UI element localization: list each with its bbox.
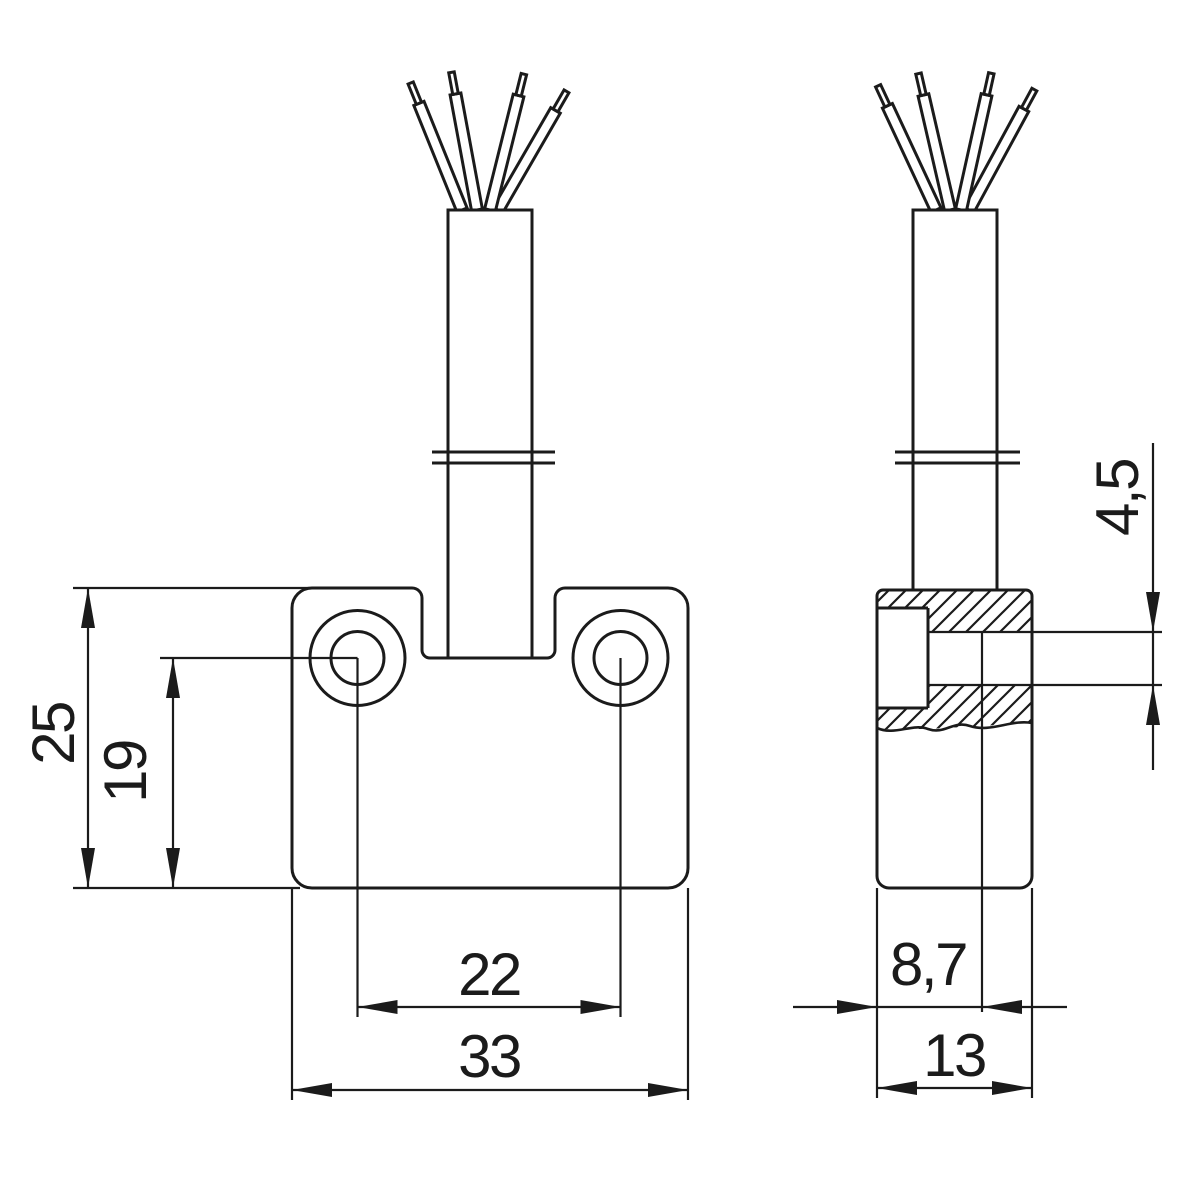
front-width-label: 33 xyxy=(458,1023,520,1090)
partial-section-break-line xyxy=(876,720,1033,732)
wire-ferrule xyxy=(873,82,892,109)
section-hatch-lower-right xyxy=(928,685,1032,729)
arrow-down xyxy=(166,848,180,888)
dimension-overall-height: 25 xyxy=(20,588,95,888)
arrow-left xyxy=(357,1000,398,1014)
front-wires xyxy=(406,70,571,215)
side-cable xyxy=(911,208,999,592)
arrow-right xyxy=(837,1000,877,1014)
dimension-overall-depth: 13 xyxy=(877,1022,1032,1095)
arrow-down xyxy=(81,848,95,888)
side-depth-label: 13 xyxy=(923,1022,985,1089)
side-recess-label: 4,5 xyxy=(1084,460,1151,536)
arrow-left xyxy=(877,1081,917,1095)
wire-ferrule xyxy=(446,70,460,97)
front-height-label: 25 xyxy=(20,703,87,765)
dimension-overall-width: 33 xyxy=(292,1023,688,1097)
side-view: 4,5 8,7 13 xyxy=(793,70,1162,1098)
wire xyxy=(491,87,571,215)
front-extension-lines xyxy=(73,586,690,1100)
wire-ferrule xyxy=(1019,86,1039,113)
wire-ferrule xyxy=(913,71,928,98)
cable-break-lines xyxy=(895,450,1020,465)
front-hole-height-label: 19 xyxy=(92,741,159,803)
arrow-right xyxy=(648,1083,688,1097)
side-wires xyxy=(873,70,1039,215)
wire-ferrule xyxy=(551,87,571,114)
wire-ferrule xyxy=(982,70,996,98)
dimension-step-width: 8,7 xyxy=(793,931,1067,1014)
section-feature-lines xyxy=(876,606,1162,1012)
cable-break-lines xyxy=(432,450,555,465)
front-hole-spacing-label: 22 xyxy=(458,941,520,1008)
dimension-recess-depth: 4,5 xyxy=(1084,443,1160,770)
front-view: 25 19 22 33 xyxy=(20,70,690,1100)
arrow-up xyxy=(81,588,95,628)
section-hatching xyxy=(877,590,1032,729)
section-hatch-upper xyxy=(877,590,1032,632)
arrow-right xyxy=(580,1000,621,1014)
dimension-hole-center-height: 19 xyxy=(92,658,180,888)
wire xyxy=(953,70,996,213)
dimension-hole-spacing: 22 xyxy=(357,941,621,1014)
front-cable xyxy=(446,208,534,660)
side-extension-lines xyxy=(875,888,1034,1098)
side-body xyxy=(875,588,1034,890)
section-hatch-lower-left xyxy=(877,708,928,729)
wire-ferrule xyxy=(514,71,529,99)
front-body xyxy=(290,586,690,890)
wire-ferrule xyxy=(406,79,424,107)
arrow-down xyxy=(1146,592,1160,632)
arrow-up xyxy=(1146,685,1160,725)
arrow-right xyxy=(992,1081,1032,1095)
arrow-left xyxy=(292,1083,332,1097)
arrow-left xyxy=(982,1000,1022,1014)
side-step-label: 8,7 xyxy=(890,931,966,998)
arrow-up xyxy=(166,658,180,698)
